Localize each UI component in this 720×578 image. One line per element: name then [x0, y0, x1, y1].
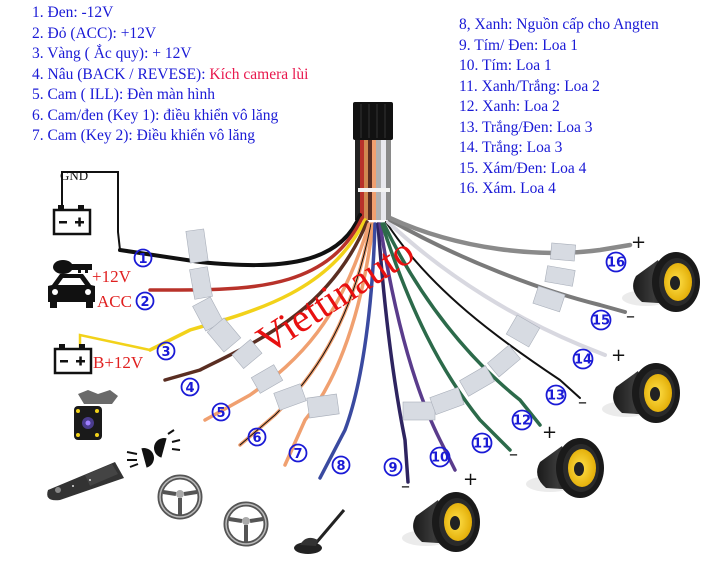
- legend-item-15: 15. Xám/Đen: Loa 4: [459, 159, 587, 177]
- legend-item-9: 9. Tím/ Đen: Loa 1: [459, 36, 578, 54]
- svg-text:8: 8: [336, 459, 345, 474]
- wire-number-9: 9: [383, 457, 403, 477]
- wire-number-4: 4: [180, 377, 200, 397]
- headlight-icon: [154, 429, 181, 458]
- wire-number-2: 2: [135, 291, 155, 311]
- acc-plus-12v-label: +12V: [92, 267, 132, 286]
- wire-15-gray-black: [388, 218, 627, 314]
- wire-number-13: 13: [545, 384, 567, 406]
- svg-text:4: 4: [185, 381, 194, 396]
- gnd-label: GND: [60, 168, 88, 183]
- legend-item-1: 1. Đen: -12V: [32, 4, 114, 21]
- svg-text:13: 13: [547, 389, 565, 404]
- svg-text:7: 7: [293, 447, 302, 462]
- wire-number-12: 12: [511, 409, 533, 431]
- battery-plus-12v-label: B+12V: [93, 353, 144, 372]
- wire-10-purple: [378, 222, 457, 472]
- wire-9-purple-black: [376, 222, 410, 484]
- steering-wheel-icon: [223, 501, 269, 547]
- minus-sign-11: –: [509, 444, 518, 465]
- speaker-icon: [602, 363, 680, 423]
- legend-item-11: 11. Xanh/Trắng: Loa 2: [459, 77, 600, 95]
- speaker-icon: [622, 252, 700, 312]
- wire-number-10: 10: [429, 446, 451, 468]
- wires-right: [376, 215, 633, 484]
- polarity-markers: + – + – + – + –: [401, 232, 646, 497]
- legend-item-4: 4. Nâu (BACK / REVESE): Kích camera lùi: [32, 65, 308, 86]
- wire-number-7: 7: [288, 443, 308, 463]
- gnd-lead: [61, 171, 121, 251]
- legend-item-14: 14. Trắng: Loa 3: [459, 139, 563, 156]
- plus-sign-12: +: [542, 422, 557, 443]
- wire-number-11: 11: [471, 432, 493, 454]
- car-icon: [48, 274, 95, 308]
- speaker-icon: [402, 492, 480, 552]
- backup-camera-icon: [74, 390, 118, 440]
- plus-sign-14: +: [611, 345, 626, 366]
- minus-sign-9: –: [401, 476, 410, 497]
- plus-sign-16: +: [631, 232, 646, 253]
- svg-text:12: 12: [513, 414, 531, 429]
- legend-item-4-highlight: Kích camera lùi: [209, 65, 309, 83]
- wire-legend-left: 1. Đen: -12V 2. Đỏ (ACC): +12V 3. Vàng (…: [32, 3, 308, 147]
- battery-icon: [52, 205, 92, 236]
- wire-number-1: 1: [133, 248, 153, 268]
- wire-8-blue: [318, 222, 377, 480]
- legend-item-6: 6. Cam/đen (Key 1): điều khiển vô lăng: [32, 106, 279, 124]
- wire-13-white-black: [385, 221, 581, 399]
- key-icon: [53, 260, 92, 274]
- svg-text:6: 6: [252, 431, 261, 446]
- legend-item-13: 13. Trắng/Đen: Loa 3: [459, 118, 593, 136]
- wire-11-green-white: [380, 222, 512, 452]
- harness-connector: [353, 102, 393, 220]
- wire-number-markers: 1 2 3 4 5 6 7 8 9 10 11 12 13 14 15 16: [133, 248, 627, 477]
- wire-number-8: 8: [331, 455, 351, 475]
- svg-text:3: 3: [161, 345, 170, 360]
- legend-item-16: 16. Xám. Loa 4: [459, 180, 556, 197]
- acc-label: ACC: [97, 292, 132, 311]
- minus-sign-15: –: [626, 306, 635, 327]
- svg-text:9: 9: [388, 461, 397, 476]
- svg-text:1: 1: [138, 252, 147, 267]
- svg-text:14: 14: [574, 353, 592, 368]
- wire-number-15: 15: [590, 309, 612, 331]
- antenna-icon: [294, 509, 346, 554]
- speaker-icon: [526, 438, 604, 498]
- svg-text:10: 10: [431, 451, 449, 466]
- minus-sign-13: –: [578, 392, 587, 413]
- wire-14-white: [386, 220, 607, 357]
- svg-text:11: 11: [473, 437, 491, 452]
- wire-number-16: 16: [605, 251, 627, 273]
- wire-number-3: 3: [156, 341, 176, 361]
- legend-item-8: 8, Xanh: Nguồn cấp cho Angten: [459, 16, 659, 33]
- wire-12-green: [382, 222, 542, 427]
- wire-number-6: 6: [247, 427, 267, 447]
- battery-icon: [53, 344, 93, 375]
- legend-item-4-text: 4. Nâu (BACK / REVESE):: [32, 65, 210, 83]
- wire-4-brown: [163, 220, 369, 382]
- legend-item-7: 7. Cam (Key 2): Điều khiển vô lăng: [32, 127, 255, 144]
- legend-item-2: 2. Đỏ (ACC): +12V: [32, 24, 157, 42]
- svg-text:15: 15: [592, 314, 610, 329]
- legend-item-5: 5. Cam ( ILL): Đèn màn hình: [32, 86, 215, 103]
- steering-wheel-icon: [157, 474, 203, 520]
- plus-sign-10: +: [463, 469, 478, 490]
- legend-item-10: 10. Tím: Loa 1: [459, 57, 552, 74]
- wire-16-gray: [387, 215, 633, 256]
- wire-number-14: 14: [572, 348, 594, 370]
- headlight-icon: [126, 448, 154, 468]
- svg-text:16: 16: [607, 256, 625, 271]
- light-switch-stalk-icon: [47, 462, 125, 501]
- wire-number-5: 5: [211, 402, 231, 422]
- wire-legend-right: 8, Xanh: Nguồn cấp cho Angten 9. Tím/ Đe…: [459, 15, 659, 200]
- wire-1-black: [118, 213, 362, 268]
- legend-item-3: 3. Vàng ( Ắc quy): + 12V: [32, 45, 192, 62]
- svg-text:5: 5: [216, 406, 225, 421]
- svg-text:2: 2: [140, 295, 149, 310]
- legend-item-12: 12. Xanh: Loa 2: [459, 98, 560, 115]
- wire-tags: [185, 228, 576, 421]
